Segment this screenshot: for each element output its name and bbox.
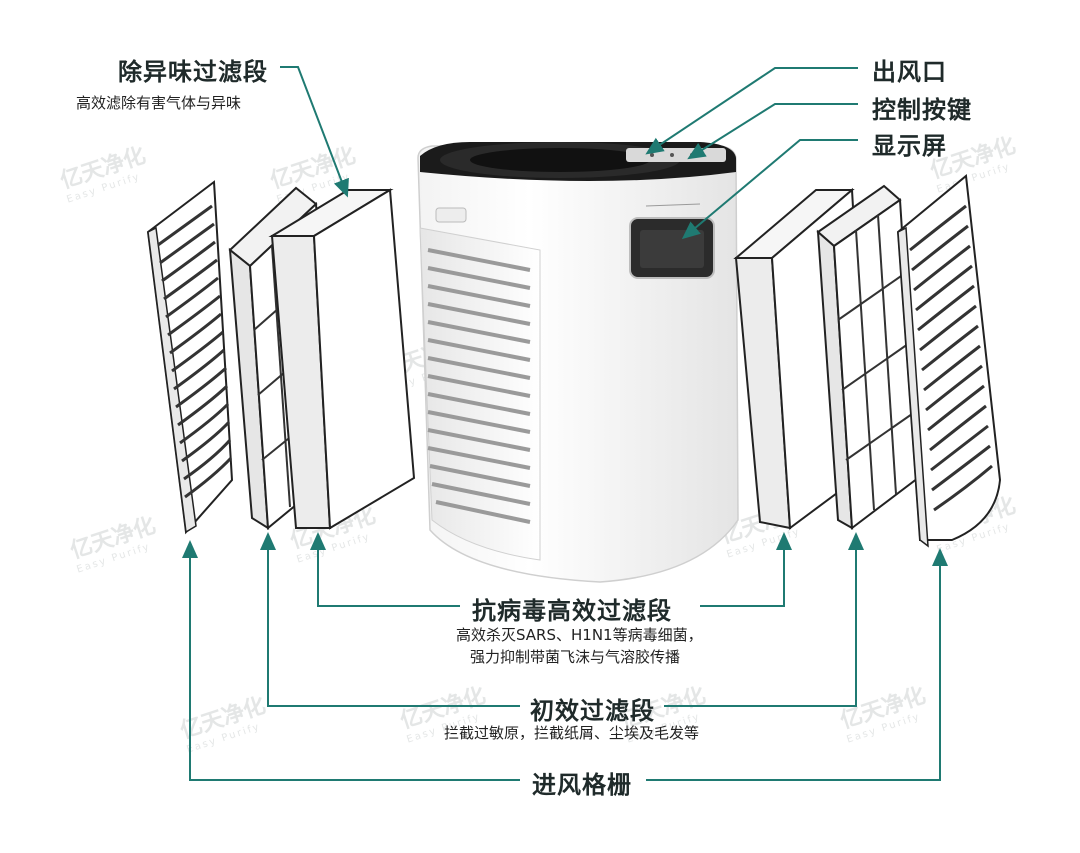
control-keys-label: 控制按键 xyxy=(872,96,972,124)
odor-filter-desc: 高效滤除有害气体与异味 xyxy=(76,94,242,112)
leader-lines xyxy=(182,66,948,781)
outlet-leader xyxy=(645,67,858,155)
purifier-body xyxy=(417,142,739,583)
inlet-grille-title: 进风格栅 xyxy=(532,771,632,799)
antivirus-right-leader xyxy=(700,532,792,607)
antivirus-filter-desc-line2: 强力抑制带菌飞沫与气溶胶传播 xyxy=(470,648,681,666)
antivirus-left-leader xyxy=(310,532,460,607)
grille-left-leader xyxy=(182,540,520,781)
left-inlet-grille xyxy=(146,180,234,535)
right-inlet-grille xyxy=(896,174,1002,548)
odor-leader xyxy=(280,66,349,198)
outlet-label: 出风口 xyxy=(872,58,947,86)
primary-filter-desc: 拦截过敏原，拦截纸屑、尘埃及毛发等 xyxy=(444,724,700,742)
control-leader xyxy=(687,103,858,160)
display-label: 显示屏 xyxy=(872,132,947,160)
odor-filter-title: 除异味过滤段 xyxy=(118,58,268,86)
grille-right-leader xyxy=(646,548,948,781)
antivirus-filter-desc-line1: 高效杀灭SARS、H1N1等病毒细菌， xyxy=(456,626,703,644)
antivirus-filter-title: 抗病毒高效过滤段 xyxy=(472,597,672,625)
primary-right-leader xyxy=(664,532,864,707)
primary-filter-title: 初效过滤段 xyxy=(530,697,655,725)
display-leader xyxy=(681,139,858,240)
primary-left-leader xyxy=(260,532,520,707)
left-odor-filter-block xyxy=(268,188,416,530)
